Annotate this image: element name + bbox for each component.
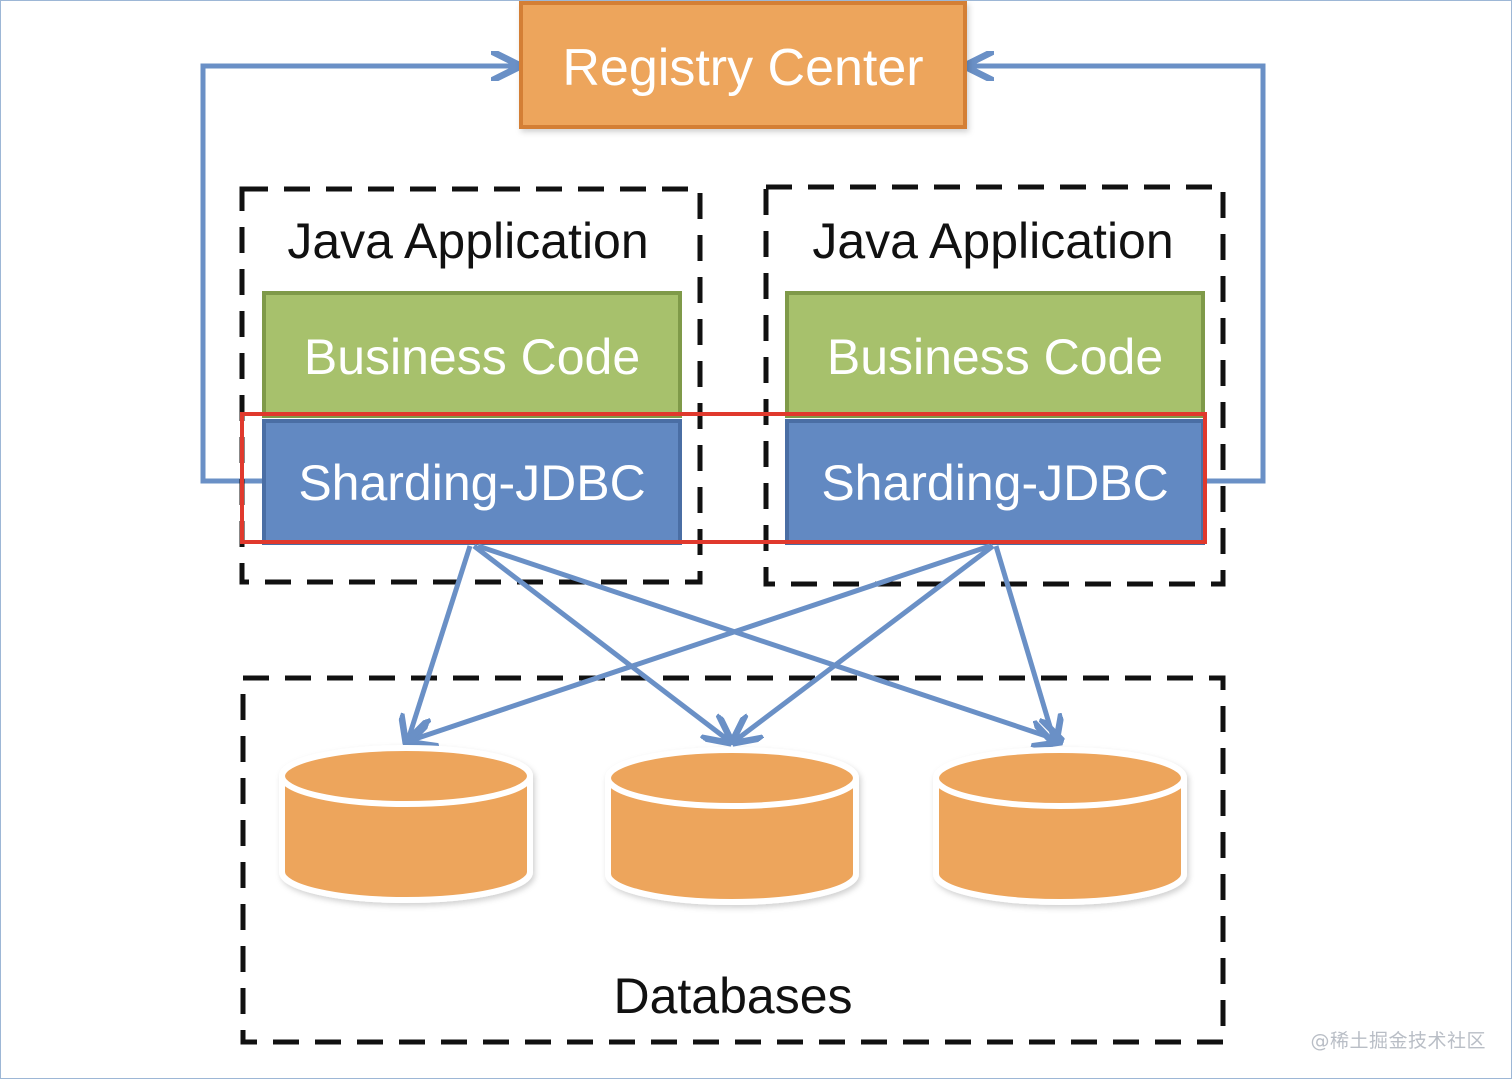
- arrow-left-to-db2: [472, 544, 728, 740]
- sharding-jdbc-highlight-frame: [240, 412, 1207, 544]
- arrow-right-to-db2: [736, 544, 995, 740]
- arrow-left-to-db3: [477, 543, 1058, 740]
- registry-center-label: Registry Center: [562, 39, 923, 97]
- sharding-jdbc-right-label: Sharding-JDBC: [821, 455, 1168, 511]
- watermark-text: @稀土掘金技术社区: [1310, 1030, 1486, 1052]
- java-application-right-title: Java Application: [812, 213, 1173, 269]
- arrow-right-to-db3: [993, 545, 1054, 740]
- registry-center: Registry Center: [519, 1, 967, 129]
- business-code-left-label: Business Code: [304, 329, 640, 385]
- database-cylinder-3: [933, 747, 1187, 905]
- database-cylinder-1: [279, 745, 533, 903]
- sharding-jdbc-left-label: Sharding-JDBC: [298, 455, 645, 511]
- arrow-left-to-db1: [408, 545, 473, 740]
- java-application-left-title: Java Application: [287, 213, 648, 269]
- registry-center-box: [519, 1, 967, 129]
- right-registry-connector: [970, 66, 1266, 484]
- java-application-right: Java Application Business Code Sharding-…: [763, 184, 1226, 587]
- routing-arrows: [408, 543, 1058, 740]
- database-cylinder-2: [605, 747, 859, 905]
- left-registry-connector: [200, 66, 515, 484]
- java-application-left: Java Application Business Code Sharding-…: [239, 186, 703, 585]
- databases-label: Databases: [613, 968, 852, 1024]
- java-application-left-boundary: [239, 186, 703, 585]
- registry-connectors: [200, 66, 1266, 484]
- java-application-right-boundary: [763, 184, 1226, 587]
- databases-group: Databases: [240, 675, 1226, 1045]
- business-code-right-label: Business Code: [827, 329, 1163, 385]
- sharding-jdbc-left-box: [262, 419, 682, 545]
- arrow-right-to-db1: [412, 543, 991, 740]
- business-code-right-box: [785, 291, 1205, 418]
